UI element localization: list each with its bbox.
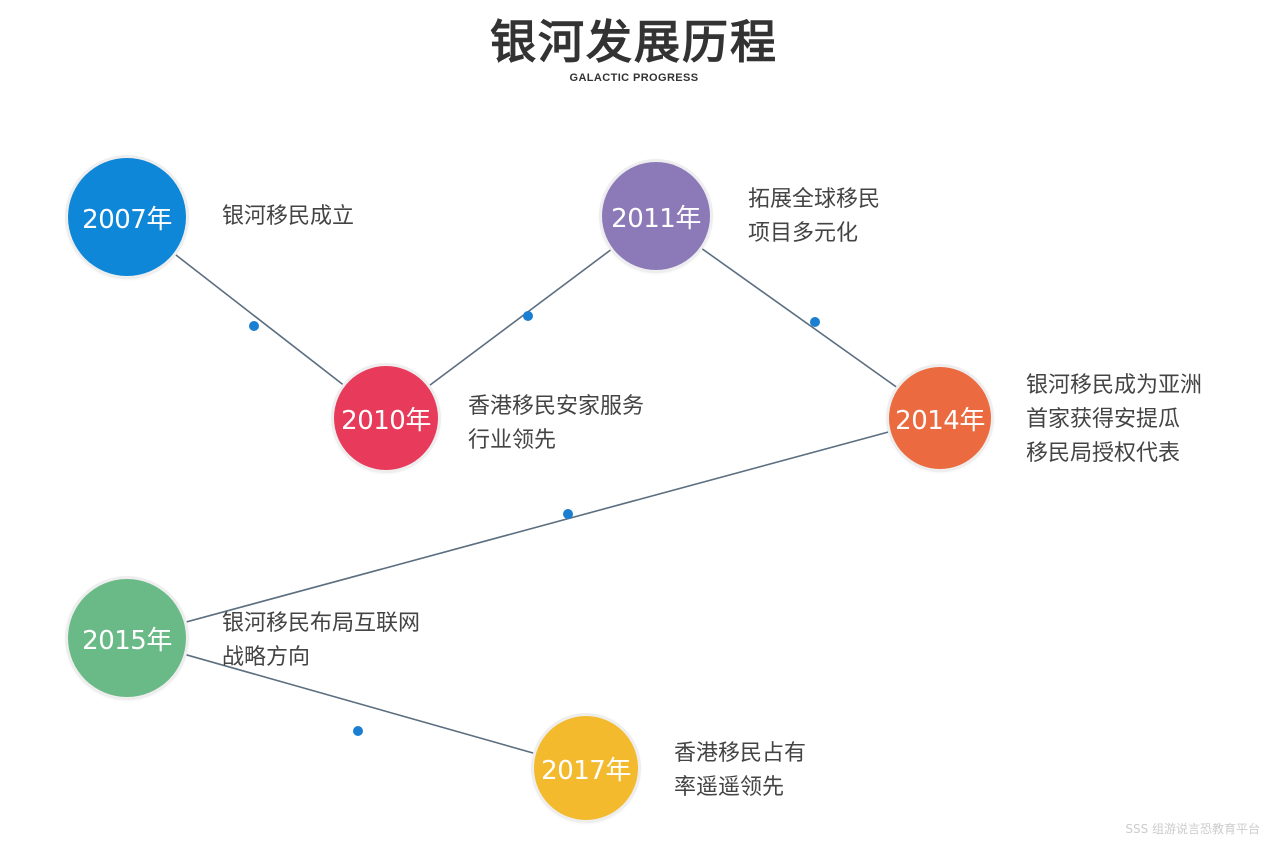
connector-line xyxy=(126,637,587,769)
milestone-year: 2014年 xyxy=(895,405,985,436)
milestone-year: 2011年 xyxy=(611,203,701,234)
milestone-2007-circle: 2007年 xyxy=(68,158,186,276)
milestone-2014-description: 银河移民成为亚洲 首家获得安提瓜 移民局授权代表 xyxy=(1026,369,1202,471)
connector-dot xyxy=(353,726,363,736)
description-line: 银河移民成为亚洲 xyxy=(1026,373,1203,398)
description-line: 香港移民占有 xyxy=(674,741,807,766)
page-title: 银河发展历程 xyxy=(490,15,778,69)
description-line: 项目多元化 xyxy=(748,221,859,246)
milestone-2011-circle: 2011年 xyxy=(602,162,710,270)
description-line: 银河移民布局互联网 xyxy=(222,611,421,636)
milestone-year: 2007年 xyxy=(82,204,172,235)
milestone-2011-description: 拓展全球移民 项目多元化 xyxy=(748,183,880,251)
milestone-2015-description: 银河移民布局互联网 战略方向 xyxy=(222,607,420,675)
milestone-year: 2010年 xyxy=(341,405,431,436)
milestone-2015-circle: 2015年 xyxy=(68,579,186,697)
description-line: 行业领先 xyxy=(468,428,557,453)
watermark: SSS 组游说言恐教育平台 xyxy=(1125,822,1260,836)
description-line: 拓展全球移民 xyxy=(748,187,881,212)
connector-line xyxy=(385,215,657,419)
page-subtitle: GALACTIC PROGRESS xyxy=(569,72,699,84)
description-line: 香港移民安家服务 xyxy=(468,394,645,419)
connector-line xyxy=(655,215,941,419)
description-line: 战略方向 xyxy=(222,645,311,670)
milestone-2014-circle: 2014年 xyxy=(889,367,991,469)
milestone-2007-description: 银河移民成立 xyxy=(222,200,354,234)
milestone-2017-description: 香港移民占有 率遥遥领先 xyxy=(674,737,806,805)
description-line: 首家获得安提瓜 xyxy=(1026,407,1181,432)
connector-dot xyxy=(810,317,820,327)
connector-dot xyxy=(563,509,573,519)
description-line: 银河移民成立 xyxy=(222,204,355,229)
connector-dot xyxy=(523,311,533,321)
connector-dot xyxy=(249,321,259,331)
milestone-year: 2015年 xyxy=(82,625,172,656)
milestone-year: 2017年 xyxy=(541,755,631,786)
milestone-2010-description: 香港移民安家服务 行业领先 xyxy=(468,390,644,458)
description-line: 率遥遥领先 xyxy=(674,775,785,800)
milestone-2010-circle: 2010年 xyxy=(334,366,438,470)
description-line: 移民局授权代表 xyxy=(1026,441,1181,466)
connector-line xyxy=(126,417,941,639)
milestone-2017-circle: 2017年 xyxy=(534,716,638,820)
